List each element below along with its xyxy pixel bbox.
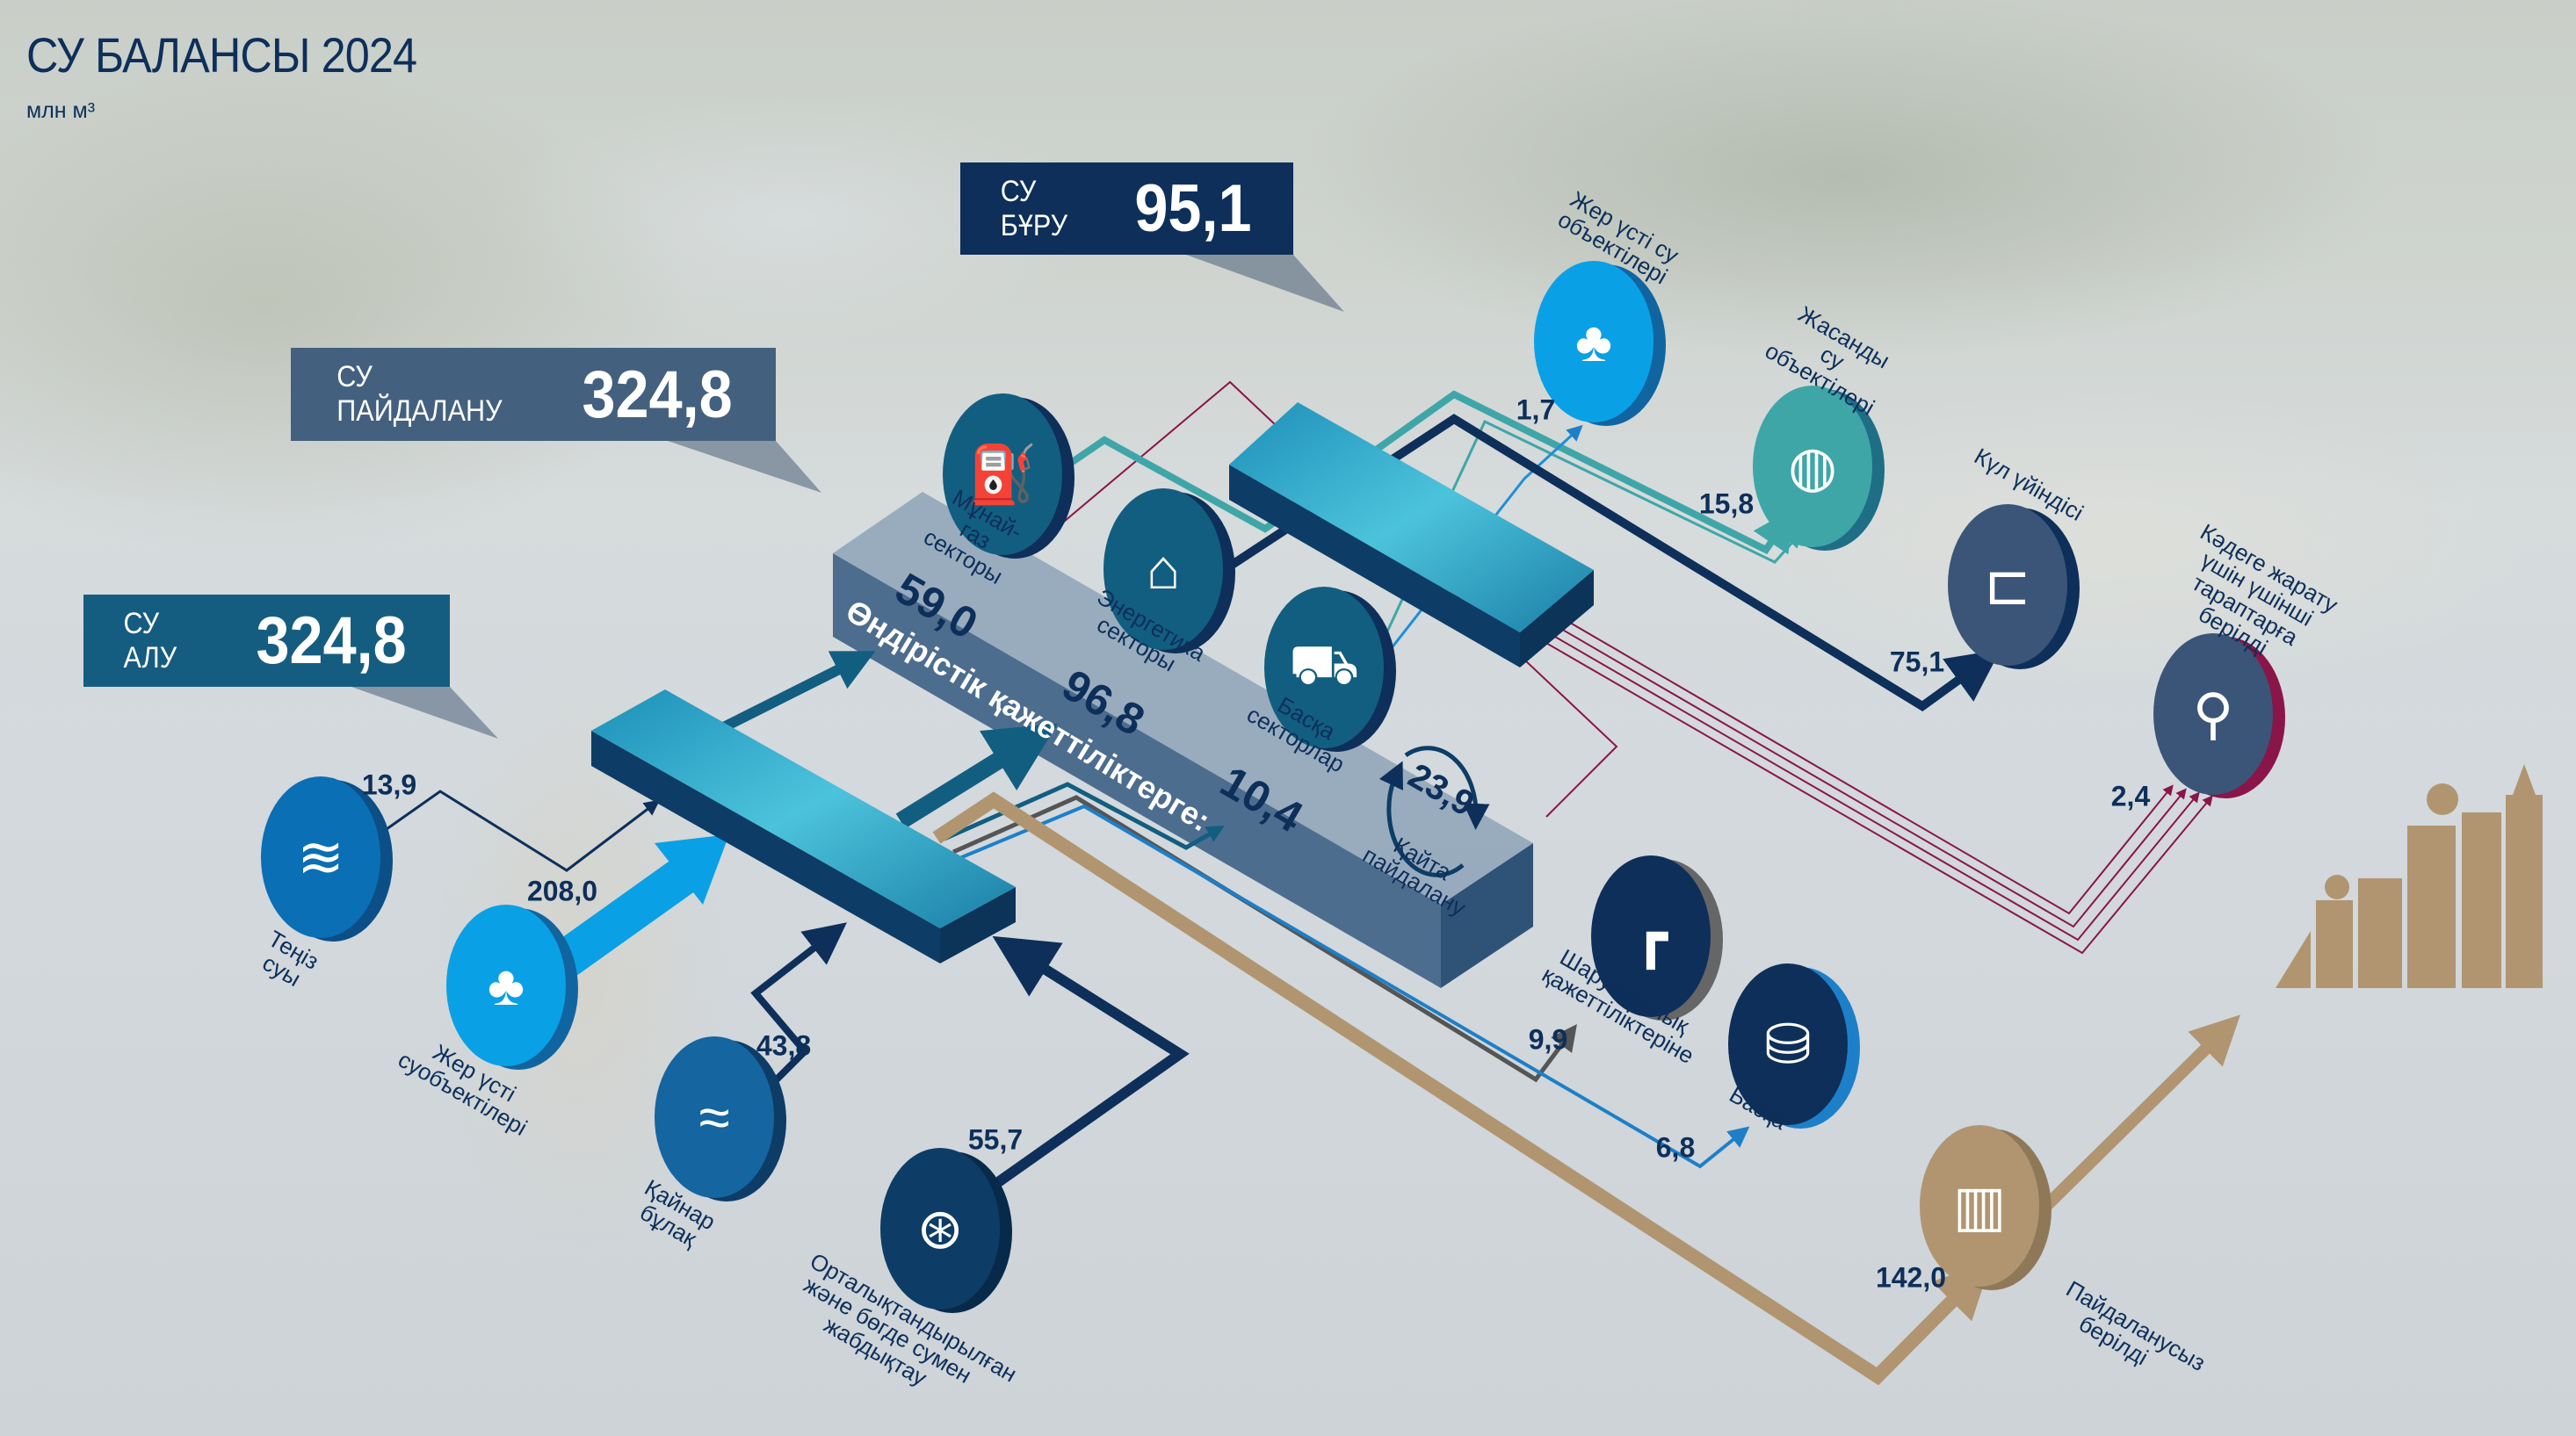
arrowhead-208	[655, 834, 729, 905]
flow-surface-208-0	[550, 857, 698, 978]
faucet-icon: ⚲	[2153, 633, 2273, 795]
flow-spring-43-8	[750, 922, 847, 1086]
discharge-value: 95,1	[1134, 171, 1252, 246]
city-skyline-icon	[2276, 764, 2543, 988]
industrial-slab-front	[833, 553, 1441, 988]
flow-grey-9-9	[952, 795, 1577, 1083]
value-surface-discharge: 1,7	[1516, 393, 1556, 426]
value-surface: 208,0	[526, 875, 598, 907]
tap-icon: ┏	[1591, 855, 1711, 1017]
pipe-valve-icon: ⊛	[880, 1148, 1000, 1310]
value-central: 55,7	[967, 1123, 1024, 1156]
discharge-label: СУ БҰРУ	[1000, 174, 1068, 242]
intake-box-tail	[351, 687, 498, 739]
spring-icon: ≈	[655, 1036, 774, 1198]
page-title: СУ БАЛАНСЫ 2024	[26, 27, 417, 83]
flow-maroon-2-4	[1544, 607, 2213, 955]
buildings-icon: ▥	[1920, 1125, 2039, 1287]
ash-dump-icon: ⊏	[1948, 504, 2067, 666]
flow-sea-13-9	[386, 790, 661, 872]
value-unused: 142,0	[1875, 1261, 1947, 1294]
flow-central-55-7	[982, 935, 1190, 1195]
use-value: 324,8	[582, 357, 733, 432]
use-box-tail	[668, 441, 821, 493]
industrial-slab-side	[1441, 843, 1533, 988]
flow-tan-142-0	[932, 791, 1992, 1386]
unit-label: млн м³	[26, 98, 96, 123]
value-ash-dump: 75,1	[1889, 646, 1945, 678]
sea-wave-icon: ≋	[261, 776, 380, 938]
value-sea: 13,9	[361, 769, 417, 801]
value-third-party: 2,4	[2110, 780, 2151, 812]
flow-to-industry-2	[895, 723, 1058, 829]
industrial-slab-top	[833, 492, 1533, 905]
oil-rig-icon: ⛽	[943, 393, 1062, 555]
value-household: 9,9	[1528, 1023, 1568, 1056]
summary-discharge: СУ БҰРУ 95,1	[960, 162, 1293, 255]
discharge-box-tail	[1186, 255, 1344, 312]
value-artificial: 15,8	[1698, 487, 1755, 520]
mine-cart-icon: ⛟	[1264, 587, 1384, 748]
summary-use: СУ ПАЙДАЛАНУ 324,8	[291, 348, 776, 441]
use-label: СУ ПАЙДАЛАНУ	[336, 360, 503, 428]
reuse-cycle-icon	[1404, 746, 1490, 830]
intake-label: СУ АЛУ	[123, 606, 177, 675]
intake-value: 324,8	[256, 603, 407, 678]
flow-tan-city	[2041, 1014, 2240, 1211]
value-spring: 43,8	[756, 1029, 812, 1062]
flow-blue-6-8	[957, 804, 1750, 1169]
bucket-icon: ⛁	[1728, 963, 1848, 1125]
trees-water-icon: ♣	[446, 905, 566, 1066]
trees-water-icon: ♣	[1534, 261, 1653, 422]
discharge-water-block	[1229, 402, 1594, 667]
value-other: 6,8	[1655, 1131, 1696, 1164]
power-plant-icon: ⌂	[1103, 488, 1223, 650]
summary-intake: СУ АЛУ 324,8	[83, 595, 450, 687]
pond-icon: ◍	[1753, 386, 1872, 547]
intake-water-block	[591, 689, 1016, 963]
